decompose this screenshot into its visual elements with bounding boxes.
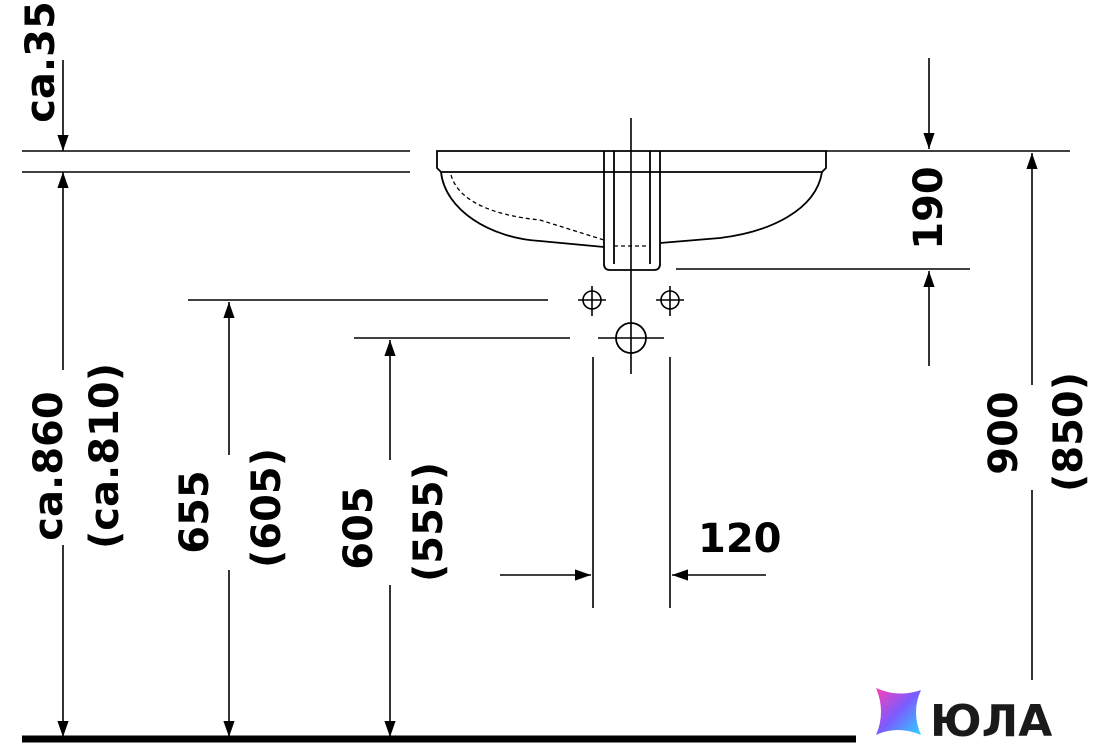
total-height-main-label: ca.860: [26, 391, 72, 540]
yula-logo: ЮЛА: [876, 688, 1052, 746]
supply-height-alt-label: (605): [244, 448, 290, 568]
rim-offset-label: ca.35: [18, 1, 64, 123]
supply-connection-right: [656, 286, 684, 316]
basin-depth-label: 190: [906, 166, 952, 250]
drain-height-alt-label: (555): [406, 462, 452, 582]
overall-height-alt-label: (850): [1046, 372, 1092, 492]
drain-connection: [598, 322, 664, 354]
supply-height-main-label: 655: [172, 470, 218, 554]
yula-logo-icon: [876, 688, 921, 735]
drain-height-main-label: 605: [336, 486, 382, 570]
yula-logo-text: ЮЛА: [930, 696, 1052, 746]
supply-connection-left: [578, 286, 606, 316]
total-height-alt-label: (ca.810): [82, 363, 128, 549]
overall-height-main-label: 900: [981, 391, 1027, 475]
drain-spacing-label: 120: [698, 516, 782, 562]
